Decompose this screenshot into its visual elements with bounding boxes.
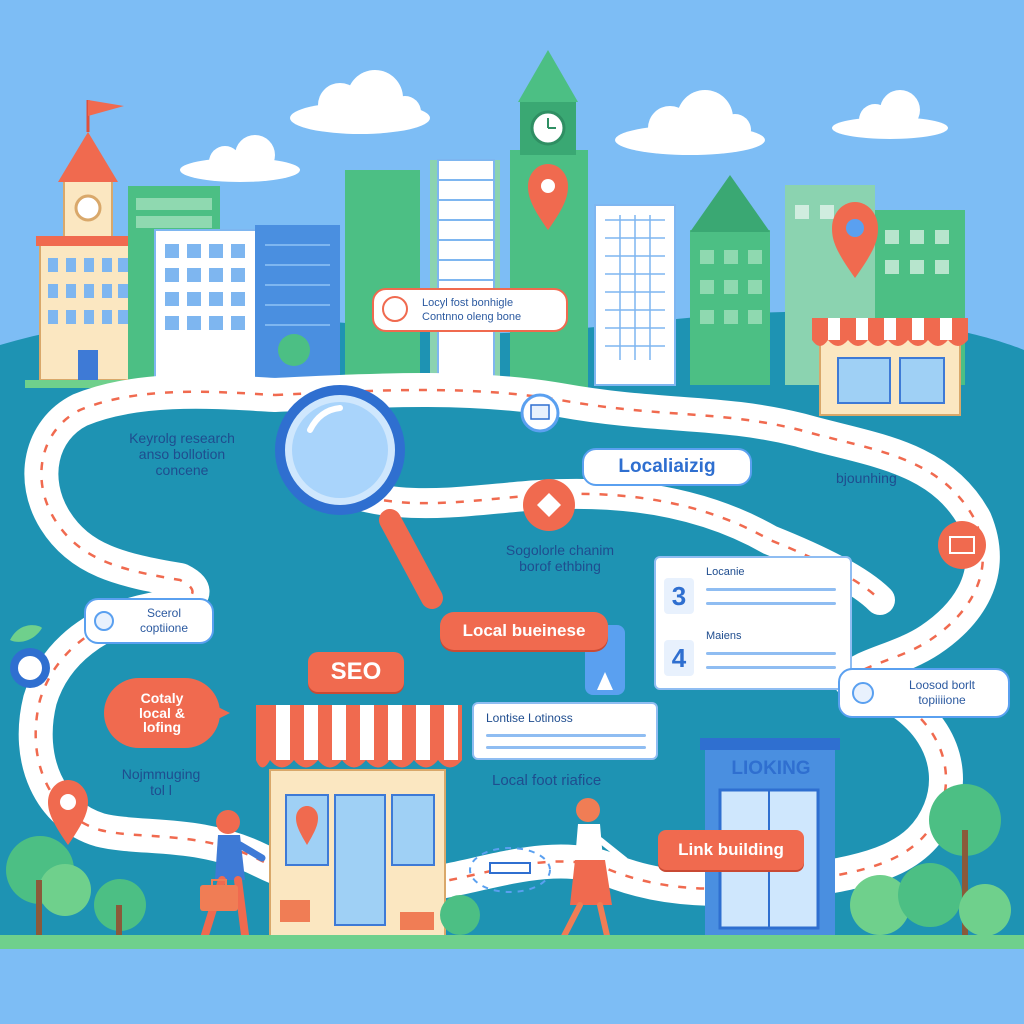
tree-icon <box>94 879 146 940</box>
magnifier-icon <box>275 385 443 609</box>
nojmmuging-label: Nojmmuging tol l <box>121 766 201 799</box>
tree-icon <box>440 895 480 935</box>
building-left-tower <box>36 100 138 381</box>
storefront-icon <box>812 318 968 416</box>
tree-icon <box>850 863 1011 936</box>
building-green-right <box>690 175 770 385</box>
loosod-icon <box>852 682 874 704</box>
banner-top-line1: Locyl fost bonhigle <box>422 296 514 309</box>
loosod-line2: topiiiione <box>918 693 966 707</box>
location-pin-icon <box>832 202 878 278</box>
seo-storefront-icon <box>256 705 462 941</box>
link-building-pill: Link building <box>658 830 804 870</box>
step-number-4: 4 <box>664 640 694 676</box>
local-business-pill: Local bueinese <box>440 612 608 650</box>
tree-icon <box>929 784 1001 940</box>
tree-icon <box>6 836 91 940</box>
path-marker-icon <box>938 521 986 569</box>
path-marker-icon <box>523 479 575 531</box>
bubble-tail <box>214 705 230 721</box>
loosod-line1: Loosod borlt <box>908 678 976 692</box>
cloud-icon <box>290 70 430 134</box>
banner-icon <box>382 296 408 322</box>
keyword-research-label: Keyrolg research anso bollotion concene <box>129 430 235 479</box>
lontise-label: Lontise Lotinoss <box>486 711 573 725</box>
briefcase-icon <box>200 879 238 911</box>
leaf-icon <box>10 625 42 642</box>
path-marker-icon <box>520 393 560 433</box>
banner-top: Locyl fost bonhigle Contnno oleng bone <box>372 288 568 332</box>
building-blue-left <box>255 225 340 385</box>
cloud-icon <box>180 135 300 182</box>
location-pin-icon <box>48 780 88 845</box>
building-green-mid <box>345 159 500 386</box>
social-icon <box>94 611 114 631</box>
social-line1: Scerol <box>146 606 181 620</box>
localizing-pill: Localiaizig <box>582 448 752 486</box>
social-line2: coptiione <box>139 621 189 635</box>
segolorle-label: Sogolorle chanim borof ethbing <box>505 542 615 575</box>
seo-sign: SEO <box>308 652 404 692</box>
banner-top-line2: Contnno oleng bone <box>422 311 522 323</box>
local-listing-label: Cotaly local & lofing <box>139 689 185 736</box>
building-white-mid <box>594 204 676 386</box>
building-sign: LIOKING <box>731 758 811 779</box>
step-label-4: Maiens <box>706 630 742 642</box>
cloud-icon <box>832 90 948 139</box>
grass-ground <box>0 935 1024 949</box>
step-label-3: Locanie <box>706 566 745 578</box>
step-number-3: 3 <box>664 578 694 614</box>
local-listing-bubble: Cotaly local & lofing <box>104 678 220 748</box>
cloud-icon <box>615 90 765 155</box>
bjounhing-label: bjounhing <box>836 470 897 486</box>
local-foot-traffic-label: Local foot riafice <box>492 772 602 789</box>
path-marker-icon <box>10 648 50 688</box>
steps-card: 3 Locanie 4 Maiens <box>654 556 852 690</box>
location-pin-icon <box>528 164 568 230</box>
building-white-left <box>154 229 261 381</box>
lontise-card: Lontise Lotinoss <box>472 702 658 760</box>
path-sign-icon <box>469 847 551 893</box>
person-walking-icon <box>559 798 628 943</box>
